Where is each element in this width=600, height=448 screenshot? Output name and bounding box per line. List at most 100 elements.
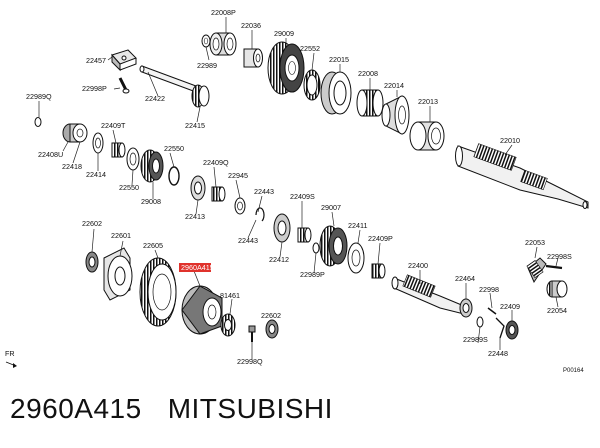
highlight-box: [179, 263, 211, 272]
part-gear-22015: [320, 71, 352, 115]
label-22008p: 22008P: [211, 8, 236, 17]
part-labels: 22008P 22036 29009 22457 22989 22552 220…: [26, 8, 572, 366]
label-22998: 22998: [479, 285, 499, 294]
label-22409q: 22409Q: [203, 158, 229, 167]
part-needle-bearing-22008: [356, 89, 384, 117]
part-washer-22008p: [201, 34, 211, 48]
caption-brand: MITSUBISHI: [167, 393, 333, 424]
front-direction-label: FR: [5, 349, 15, 358]
label-22418: 22418: [62, 162, 82, 171]
part-bearing-22008p: [209, 32, 237, 56]
label-22408u: 22408U: [38, 150, 63, 159]
part-needle-bearing-22409s: [297, 227, 312, 243]
label-22400: 22400: [408, 261, 428, 270]
label-22464: 22464: [455, 274, 475, 283]
label-22998p: 22998P: [82, 84, 107, 93]
label-22015: 22015: [329, 55, 349, 64]
part-bracket-22457: [111, 49, 137, 72]
part-gear-29008: [140, 149, 164, 183]
label-29007: 29007: [321, 203, 341, 212]
part-bearing-22408u: [62, 123, 88, 143]
part-bolt-22998q: [248, 325, 256, 342]
label-22552: 22552: [300, 44, 320, 53]
label-22989q: 22989Q: [26, 92, 52, 101]
part-gear-22411: [347, 242, 365, 274]
figure-code: P00164: [563, 368, 584, 374]
part-gear-29007: [319, 225, 348, 267]
label-22602: 22602: [82, 219, 102, 228]
part-bearing-22013: [409, 121, 445, 151]
part-seal-22602b: [265, 319, 279, 339]
label-22448: 22448: [488, 349, 508, 358]
caption-part-number: 2960A415: [10, 393, 142, 424]
part-snap-ring-22443: [255, 207, 265, 222]
part-gear-22550: [126, 147, 140, 171]
part-oring-22989p: [312, 242, 320, 254]
label-29009: 29009: [274, 29, 294, 38]
label-22412: 22412: [269, 255, 289, 264]
part-bearing-22412: [273, 213, 291, 243]
exploded-parts-diagram: 22008P 22036 29009 22457 22989 22552 220…: [5, 8, 589, 374]
front-direction-indicator: FR: [5, 349, 17, 368]
part-sleeve-22054: [546, 280, 568, 298]
part-clip-22448: [495, 317, 505, 339]
part-caption: 2960A415 MITSUBISHI: [10, 393, 333, 425]
part-gear-22415: [191, 84, 210, 108]
label-22411: 22411: [348, 221, 367, 230]
label-22054: 22054: [547, 306, 567, 315]
label-22998q: 22998Q: [237, 357, 263, 366]
part-collar-22036: [243, 48, 263, 68]
label-22409s: 22409S: [290, 192, 315, 201]
label-22013: 22013: [418, 97, 438, 106]
part-bearing-22601: [103, 247, 133, 301]
label-22443b: 22443: [238, 236, 258, 245]
part-bearing-22464: [459, 298, 473, 318]
part-bolt-22998p: [118, 77, 130, 94]
part-differential-case-2960a415: [181, 285, 223, 335]
leader-lines: [38, 17, 559, 360]
label-22602b: 22602: [261, 311, 281, 320]
label-22989s: 22989S: [463, 335, 488, 344]
label-22989p: 22989P: [300, 270, 325, 279]
part-countershaft-22400: [391, 274, 465, 315]
label-22409t: 22409T: [101, 121, 126, 130]
part-gear-29009: [267, 41, 305, 95]
label-2960a415-highlighted[interactable]: 2960A415: [181, 263, 214, 272]
part-pin-22998s: [545, 264, 563, 270]
part-bearing-22413: [190, 175, 206, 201]
part-shift-rod-22422: [139, 65, 197, 93]
part-mainshaft-22010: [455, 143, 589, 209]
part-ring-gear-22605: [139, 257, 177, 327]
label-22605: 22605: [143, 241, 163, 250]
label-22550: 22550: [164, 144, 184, 153]
part-needle-bearing-22409q: [211, 186, 226, 202]
label-22409: 22409: [500, 302, 520, 311]
label-22457: 22457: [86, 56, 106, 65]
part-needle-bearing-22409t: [111, 142, 126, 158]
label-22550b: 22550: [119, 183, 139, 192]
part-cone-22014: [381, 95, 410, 135]
part-ring-22550b: [168, 166, 180, 186]
part-oring-22989q: [34, 117, 42, 127]
part-pin-22998: [487, 307, 497, 315]
label-22414: 22414: [86, 170, 106, 179]
label-22422: 22422: [145, 94, 165, 103]
label-22053: 22053: [525, 238, 545, 247]
part-bearing-22409: [505, 320, 519, 340]
label-22010: 22010: [500, 136, 520, 145]
part-washer-22414: [92, 132, 104, 154]
part-gear-81461: [220, 313, 236, 337]
label-22601: 22601: [111, 231, 131, 240]
label-22415: 22415: [185, 121, 205, 130]
label-81461: 81461: [220, 291, 240, 300]
label-22945: 22945: [228, 171, 248, 180]
part-washer-22945: [234, 197, 246, 215]
part-ring-22552: [303, 69, 321, 101]
label-22989: 22989: [197, 61, 217, 70]
label-22998s: 22998S: [547, 252, 572, 261]
part-needle-bearing-22409p: [371, 263, 386, 279]
label-22409p: 22409P: [368, 234, 393, 243]
label-22014: 22014: [384, 81, 404, 90]
part-oring-22989s: [476, 316, 484, 328]
